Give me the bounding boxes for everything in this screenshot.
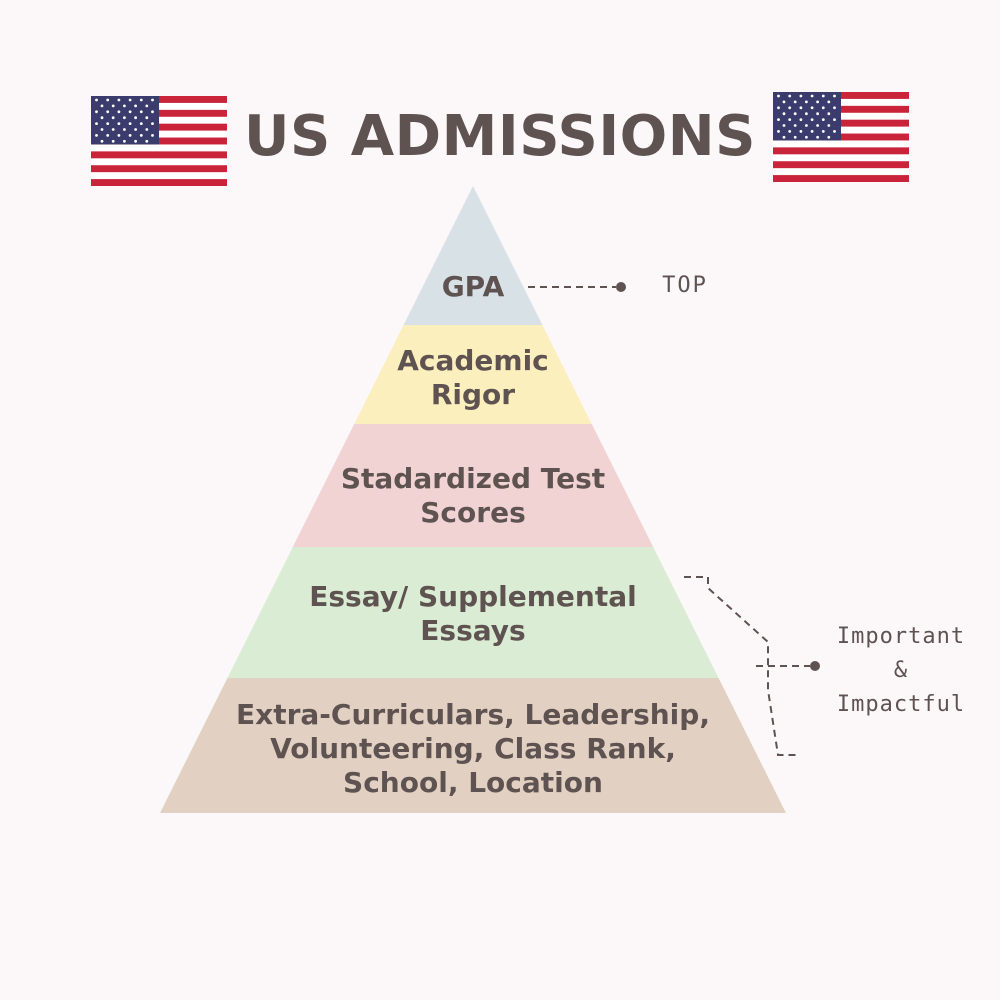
layer-test-scores (292, 424, 654, 547)
annotation-top: TOP (662, 273, 708, 298)
us-flag-icon (91, 96, 227, 186)
annotation-important: Important & Impactful (836, 624, 966, 717)
layer-essays (227, 547, 719, 678)
top-connector-dot (616, 282, 626, 292)
layer-label-essays: Essay/ Supplemental Essays (309, 580, 637, 647)
layer-label-gpa: GPA (441, 270, 505, 303)
layer-label-test-scores: Stadardized Test Scores (340, 462, 606, 529)
layer-extracurriculars (160, 678, 786, 813)
important-bracket (684, 576, 797, 756)
important-connector-dot (810, 661, 820, 671)
layer-label-extracurriculars: Extra-Curriculars, Leadership, Volunteer… (236, 698, 710, 799)
layer-label-academic-rigor: Academic Rigor (397, 344, 549, 411)
layer-gpa (403, 186, 543, 325)
layer-academic-rigor (354, 325, 592, 424)
us-flag-icon (773, 92, 909, 182)
pyramid (160, 186, 786, 813)
page-title: US ADMISSIONS (244, 103, 756, 169)
